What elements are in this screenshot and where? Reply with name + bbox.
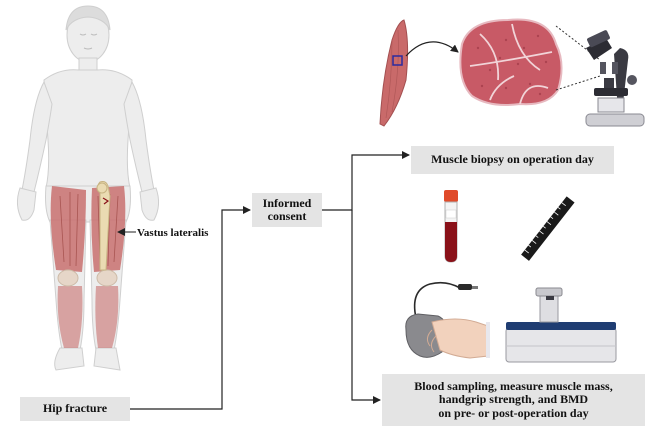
hip-fracture-box: Hip fracture [20,397,130,421]
blood-sampling-box: Blood sampling, measure muscle mass, han… [382,374,645,426]
zoom-arrow [405,41,459,57]
muscle-biopsy-box: Muscle biopsy on operation day [411,146,614,174]
femur-bone [96,181,111,271]
flow-arrows [130,151,410,410]
blood-tube-icon [444,190,458,263]
ruler-icon [521,196,575,261]
muscle-tissue-cross-section [459,18,563,106]
muscle-fiber [379,19,409,127]
human-body-figure [16,5,160,371]
informed-consent-box: Informed consent [252,193,322,227]
handgrip-dynamometer-icon [405,281,490,359]
zoom-lines [555,25,601,91]
microscope-icon [585,30,645,127]
dxa-scanner-icon [505,287,617,363]
vastus-lateralis-label: Vastus lateralis [137,227,209,239]
